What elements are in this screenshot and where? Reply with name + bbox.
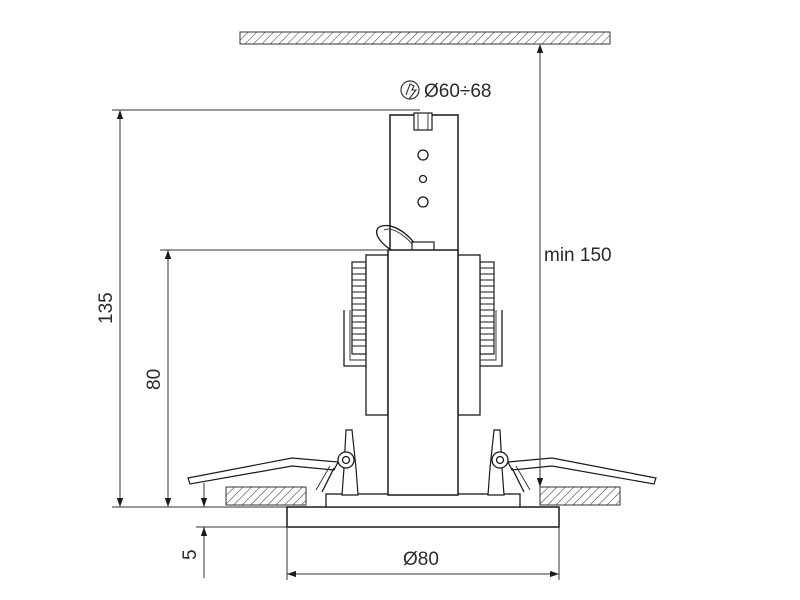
min-ceiling-label: min 150 — [544, 245, 612, 266]
bottom-rim — [286, 506, 560, 528]
height-total-label: 135 — [96, 292, 117, 324]
outer-diameter-label: Ø80 — [403, 549, 439, 570]
rim-thickness-label: 5 — [180, 549, 201, 560]
hole-saw-icon — [400, 80, 420, 100]
heatsink-left — [343, 254, 389, 416]
spring-clip-right — [487, 429, 657, 496]
spring-clip-left — [187, 429, 359, 496]
ceiling-panel-left — [225, 486, 307, 506]
cutout-diameter-label: Ø60÷68 — [424, 81, 491, 102]
rim-collar — [325, 493, 521, 508]
heatsink-right — [457, 254, 503, 416]
ceiling-panel-right — [539, 486, 621, 506]
ceiling-slab — [239, 31, 611, 45]
lamp-body — [387, 249, 459, 496]
transformer-housing — [376, 112, 459, 253]
height-body-label: 80 — [144, 369, 165, 390]
